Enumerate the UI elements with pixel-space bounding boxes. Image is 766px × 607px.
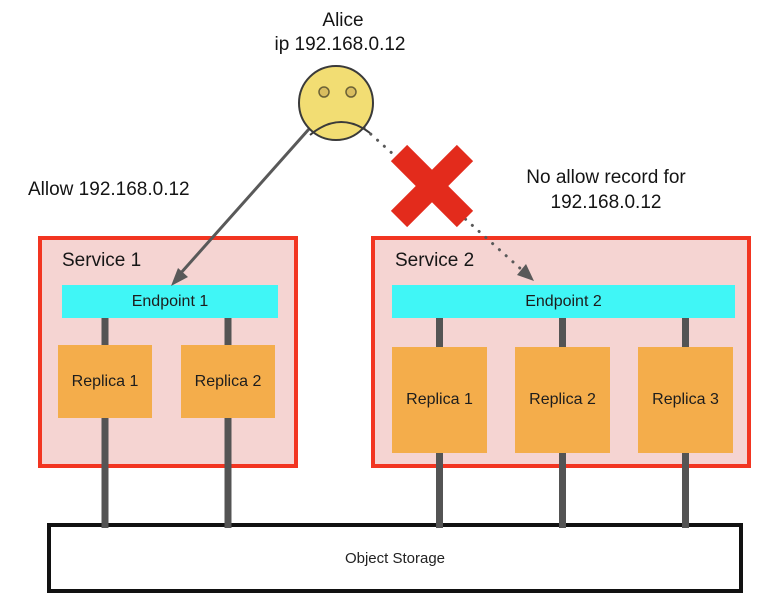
service-2-endpoint: Endpoint 2 bbox=[392, 285, 735, 318]
object-storage-box: Object Storage bbox=[47, 523, 743, 593]
alice-ip-label: ip 192.168.0.12 bbox=[274, 34, 406, 55]
no-allow-record-label: No allow record for 192.168.0.12 bbox=[500, 165, 712, 215]
service-1-replica-1: Replica 1 bbox=[58, 345, 152, 418]
alice-name-label: Alice bbox=[322, 10, 364, 31]
no-allow-record-line2: 192.168.0.12 bbox=[550, 192, 662, 213]
service-1-title: Service 1 bbox=[62, 250, 142, 271]
allow-rule-label: Allow 192.168.0.12 bbox=[28, 179, 190, 200]
no-allow-record-line1: No allow record for bbox=[526, 167, 686, 188]
service-1-replica-2: Replica 2 bbox=[181, 345, 275, 418]
service-2-replica-1: Replica 1 bbox=[392, 347, 487, 453]
service-2-replica-2: Replica 2 bbox=[515, 347, 610, 453]
service-2-replica-3: Replica 3 bbox=[638, 347, 733, 453]
object-storage-label: Object Storage bbox=[344, 549, 446, 567]
service-1-endpoint: Endpoint 1 bbox=[62, 285, 278, 318]
